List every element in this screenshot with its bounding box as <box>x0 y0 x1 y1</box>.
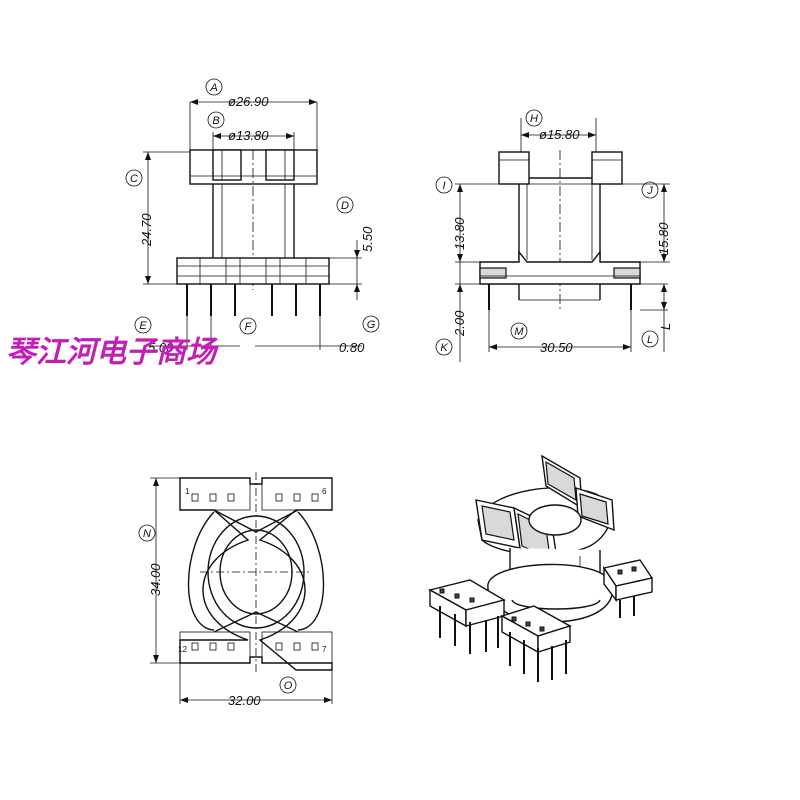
svg-text:C: C <box>130 173 138 185</box>
svg-text:H: H <box>530 113 538 125</box>
dim-j-marker: J <box>641 181 659 199</box>
dim-b-value: ø13.80 <box>228 128 269 143</box>
isometric-view <box>428 454 654 682</box>
svg-text:M: M <box>514 326 524 338</box>
dim-o-value: 32.00 <box>228 693 261 708</box>
iso-pin-block-right <box>602 559 654 618</box>
dim-g-marker: G <box>362 315 380 333</box>
dim-a-marker: A <box>205 78 223 96</box>
svg-text:E: E <box>139 320 147 332</box>
svg-text:N: N <box>143 528 151 540</box>
svg-text:G: G <box>367 319 376 331</box>
svg-text:K: K <box>440 342 448 354</box>
side-view: H ø15.80 <box>435 109 673 362</box>
dim-b-marker: B <box>207 111 225 129</box>
dim-k-marker: K <box>435 338 453 356</box>
svg-text:F: F <box>245 321 253 333</box>
dim-h-marker: H <box>525 109 543 127</box>
dim-e-value: 5.00 <box>148 340 174 355</box>
watermark-text: 琴江河电子商场 <box>6 335 219 370</box>
svg-text:B: B <box>212 115 219 127</box>
dim-j-value: 15.80 <box>656 222 671 255</box>
dim-c-marker: C <box>125 169 143 187</box>
dim-d-marker: D <box>336 196 354 214</box>
dim-a-value: ø26.90 <box>228 94 269 109</box>
dim-l-marker: L <box>641 330 659 348</box>
front-pins <box>186 284 321 316</box>
dim-i-value: 13.80 <box>452 217 467 250</box>
bottom-view: 1 6 7 12 N 34.00 O 32.00 <box>138 472 333 708</box>
dim-k-value: 2.00 <box>452 310 467 337</box>
dim-e-marker: E <box>134 316 152 334</box>
pin-label-12: 12 <box>178 645 187 654</box>
front-view: A ø26.90 B ø13.80 <box>125 78 380 355</box>
pin-label-1: 1 <box>185 487 190 496</box>
dim-m-value: 30.50 <box>540 340 573 355</box>
dim-c-value: 24.70 <box>139 213 154 247</box>
svg-text:J: J <box>646 185 653 197</box>
svg-text:I: I <box>442 180 445 192</box>
svg-text:O: O <box>284 680 293 692</box>
tab-notches <box>191 493 319 651</box>
iso-pin-block-left <box>428 579 506 654</box>
dim-f-marker: F <box>239 317 257 335</box>
iso-pin-block-front <box>500 605 572 682</box>
svg-text:L: L <box>647 334 653 346</box>
pin-label-7: 7 <box>322 645 327 654</box>
dim-g-value: 0.80 <box>339 340 365 355</box>
svg-text:A: A <box>209 82 217 94</box>
dim-h-value: ø15.80 <box>539 127 580 142</box>
dim-n-marker: N <box>138 524 156 542</box>
dim-o-marker: O <box>279 676 297 694</box>
pin-label-6: 6 <box>322 487 327 496</box>
dim-n-value: 34.00 <box>148 563 163 596</box>
dim-d-value: 5.50 <box>360 226 375 252</box>
dim-i-marker: I <box>435 176 453 194</box>
dim-m-marker: M <box>510 322 528 340</box>
svg-text:D: D <box>341 200 349 212</box>
dim-l-value: L <box>658 323 673 330</box>
